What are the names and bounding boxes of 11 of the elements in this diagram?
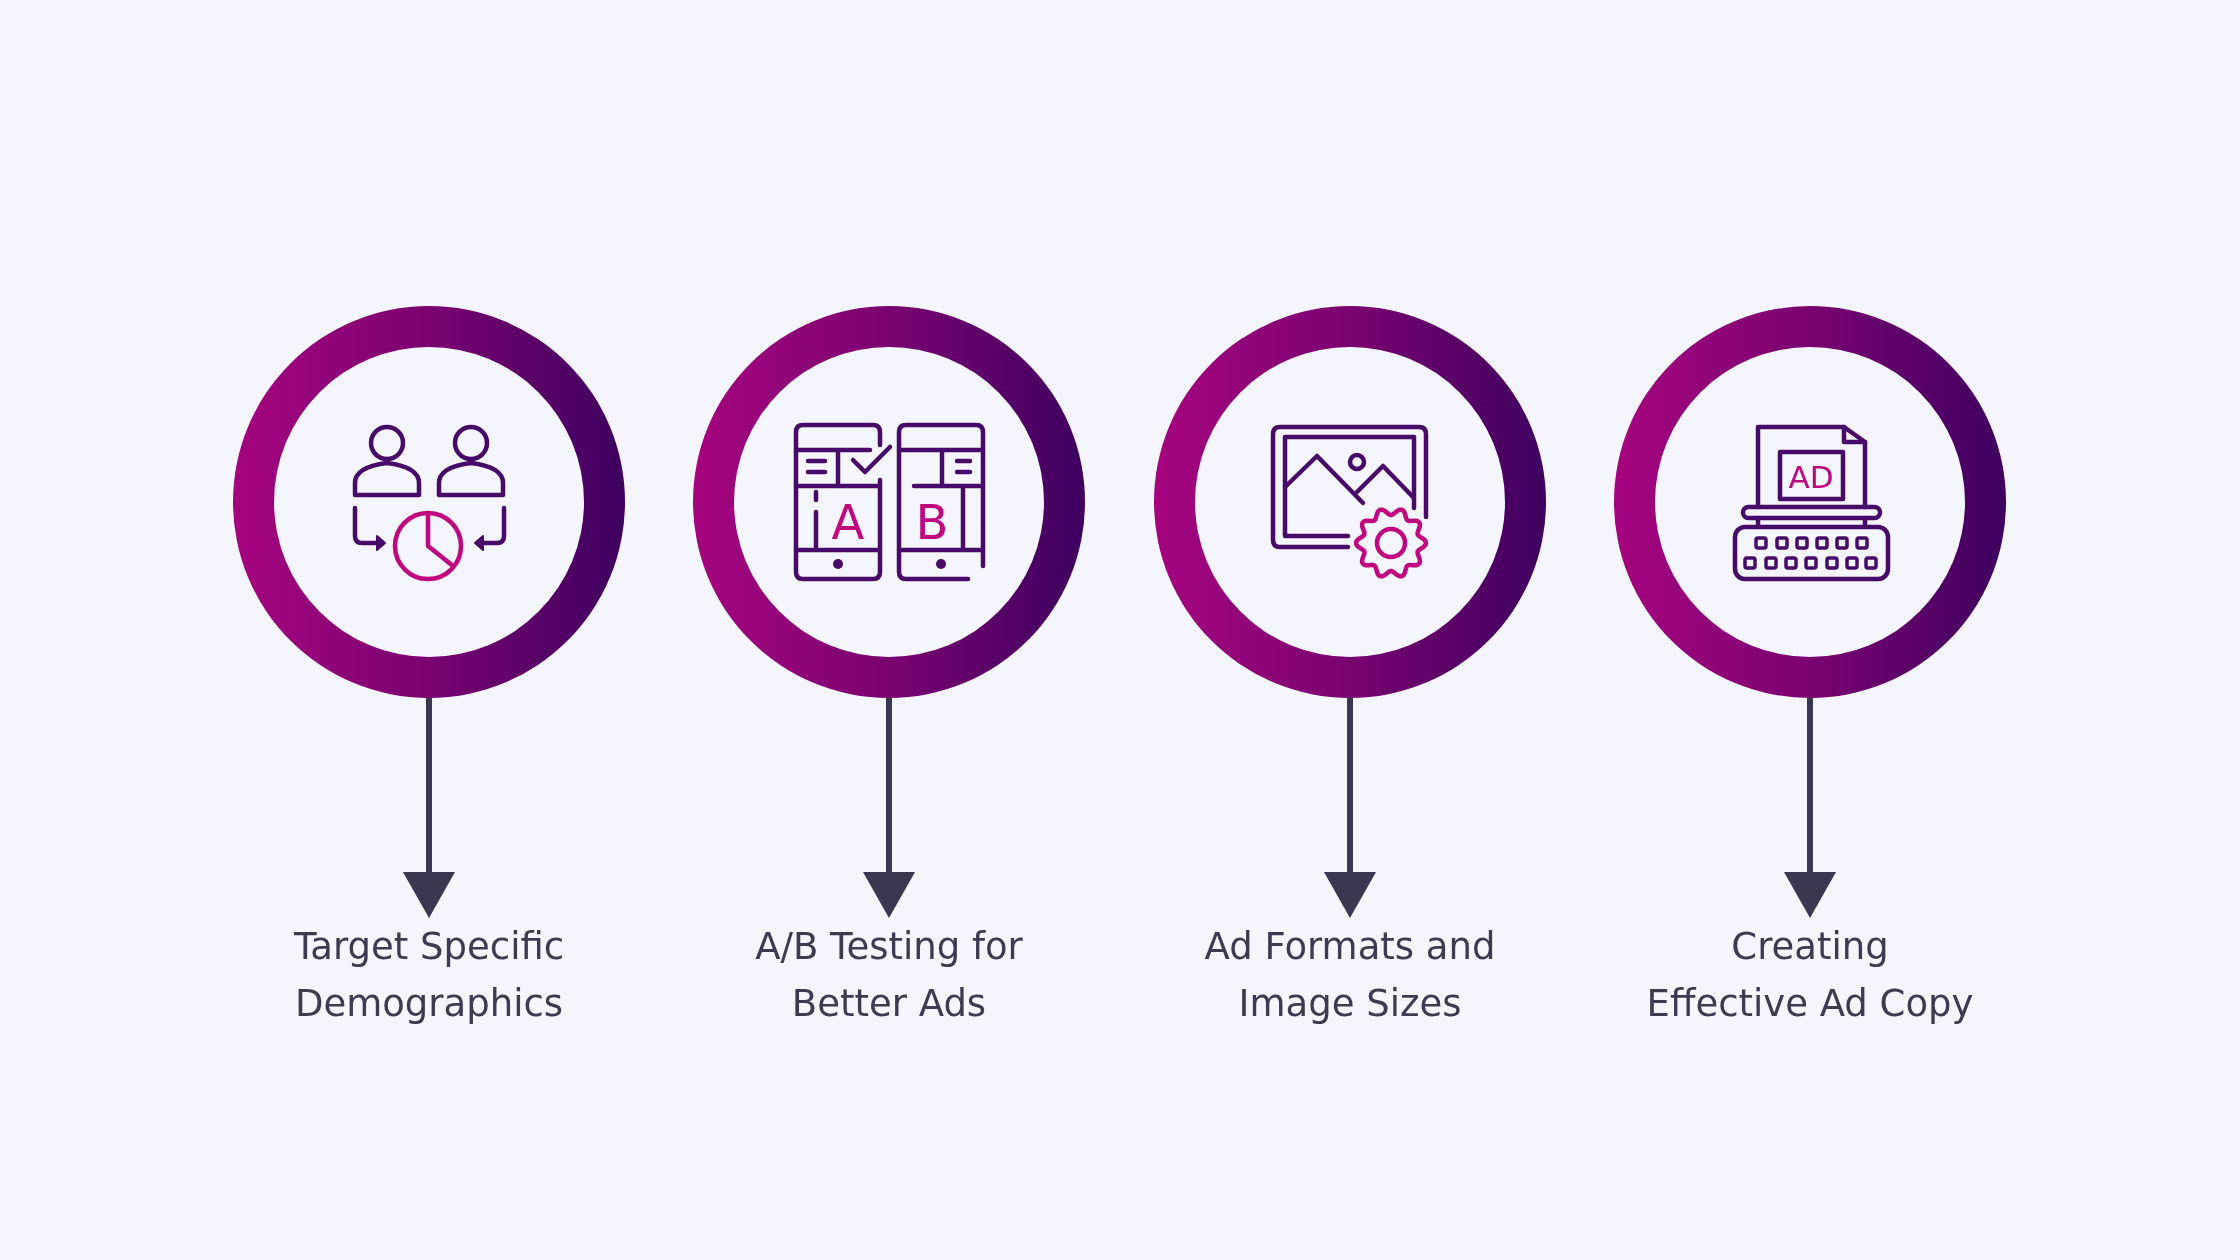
screen-letter: B <box>915 498 949 546</box>
step-title: Creating Effective Ad Copy <box>1645 918 1975 1032</box>
step-title: Ad Formats and Image Sizes <box>1203 918 1497 1032</box>
arrow <box>403 698 455 918</box>
arrow <box>1784 698 1836 918</box>
arrow <box>863 698 915 918</box>
step-title: Target Specific Demographics <box>292 918 566 1032</box>
arrow <box>1324 698 1376 918</box>
sign-text: AD <box>1788 461 1834 493</box>
screen-letter: A <box>831 498 865 546</box>
step-title: A/B Testing for Better Ads <box>754 918 1024 1032</box>
